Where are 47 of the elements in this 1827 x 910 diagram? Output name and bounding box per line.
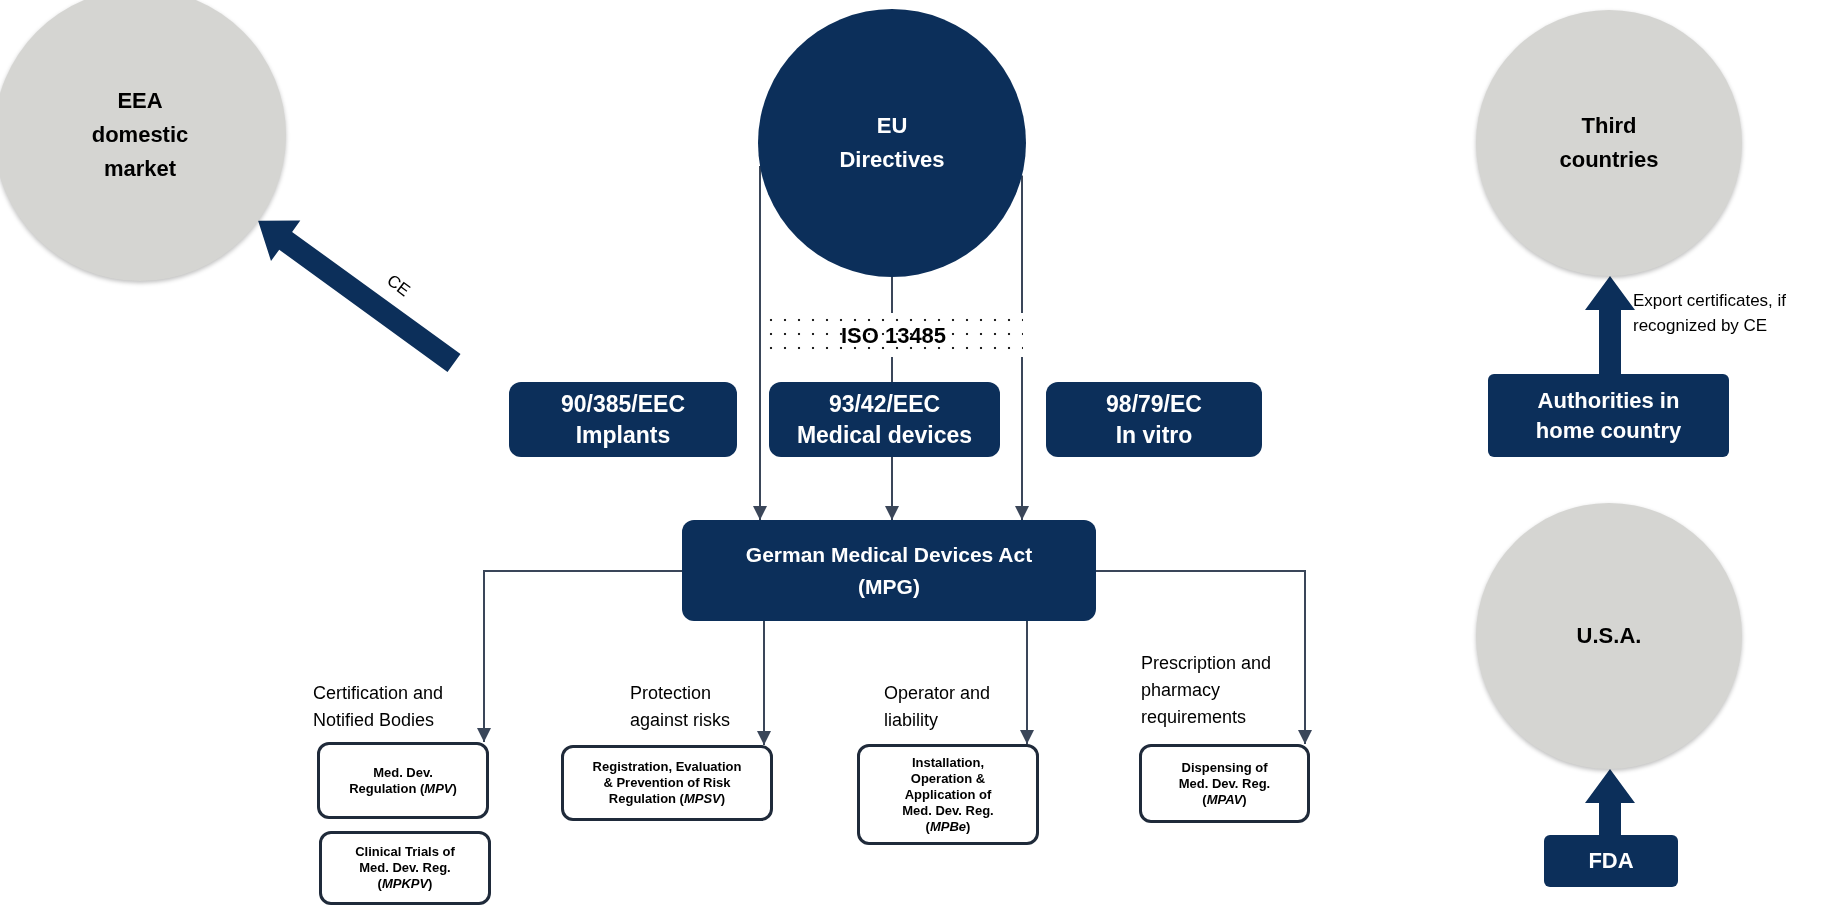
category-label: Protection against risks (630, 682, 732, 732)
node-label: FDA (1588, 847, 1634, 875)
arrow (477, 570, 683, 743)
directive-box (1046, 382, 1262, 457)
node-label: 90/385/EEC (561, 389, 685, 419)
node-label: EU Directives (838, 112, 946, 174)
node-label: ISO 13485 (840, 321, 947, 350)
node-label: Dispensing of Med. Dev. Reg. (MPAV) (1177, 759, 1272, 808)
regulation-box (857, 744, 1039, 845)
authority-banner (1488, 374, 1729, 457)
node-label: Third countries (1558, 112, 1660, 174)
block-arrow (1585, 276, 1635, 374)
node-label: Installation, Operation & Application of Med. Dev. Reg. (MPBe) (901, 754, 995, 835)
arrow (757, 620, 771, 746)
arrow (1095, 570, 1312, 745)
block-arrow (258, 220, 461, 372)
node-label: Clinical Trials of Med. Dev. Reg. (MPKPV) (354, 844, 456, 892)
edge-label: CE (382, 269, 415, 303)
node-label: U.S.A. (1576, 622, 1642, 650)
authority-banner (1544, 835, 1678, 887)
node-label: EEA domestic market (90, 87, 190, 183)
node-label: 93/42/EEC (828, 389, 941, 419)
connector-line (891, 276, 893, 314)
regulation-box (319, 831, 491, 905)
node-label: Med. Dev. Regulation (MPV) (348, 764, 458, 797)
node-label: Medical devices (796, 420, 973, 450)
node-label: Registration, Evaluation & Prevention of Risk Regulation (MPSV) (592, 759, 742, 807)
regulation-box (561, 745, 773, 821)
category-label: Operator and liability (884, 682, 992, 732)
act-box (682, 520, 1096, 621)
regulation-box (1139, 744, 1310, 823)
block-arrow (1585, 769, 1635, 835)
arrow (885, 456, 899, 521)
category-label: Prescription and pharmacy requirements (1141, 652, 1273, 729)
regulation-box (317, 742, 489, 819)
directive-box (769, 382, 1000, 457)
node-label: 98/79/EC (1106, 389, 1202, 419)
node-label: German Medical Devices Act (MPG) (744, 541, 1034, 600)
arrow (1020, 620, 1034, 745)
arrow (753, 165, 767, 521)
edge-label: Export certificates, if recognized by CE (1633, 290, 1788, 337)
connector-line (891, 356, 893, 383)
category-label: Certification and Notified Bodies (313, 682, 445, 732)
directive-box (509, 382, 737, 457)
node-label: In vitro (1115, 420, 1193, 450)
node-label: Authorities in home country (1534, 386, 1683, 445)
node-label: Implants (575, 420, 671, 450)
